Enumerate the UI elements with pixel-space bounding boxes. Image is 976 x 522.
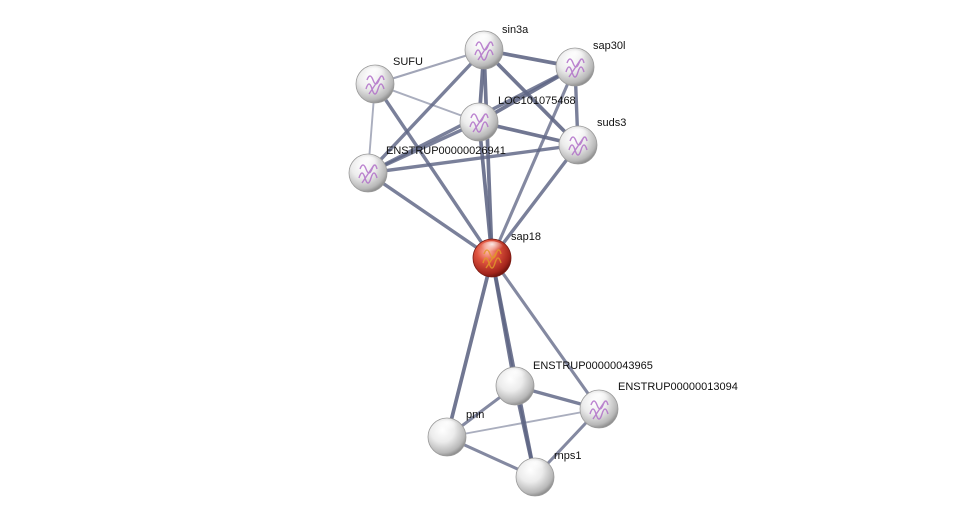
node-highlight [472, 33, 496, 48]
node-highlight [356, 156, 380, 171]
node-rnps1[interactable]: rnps1 [515, 450, 582, 497]
node-label: pnn [466, 409, 484, 421]
node-highlight [363, 67, 387, 82]
edge-LOC101075468-sap18[interactable] [477, 120, 494, 260]
node-highlight [503, 369, 527, 384]
edge-sin3a-ENSTRUP00000026941[interactable] [366, 48, 486, 175]
node-label: LOC101075468 [498, 95, 576, 107]
node-label: ENSTRUP00000026941 [386, 145, 506, 157]
node-highlight [480, 241, 504, 256]
node-sap30l[interactable]: sap30l [555, 40, 625, 87]
edge-sap18-pnn[interactable] [445, 256, 494, 439]
node-ENSTRUP00000043965[interactable]: ENSTRUP00000043965 [495, 360, 653, 406]
node-highlight [435, 420, 459, 435]
node-LOC101075468[interactable]: LOC101075468 [459, 95, 576, 142]
node-label: sap18 [511, 231, 541, 243]
edge-ENSTRUP00000026941-sap18[interactable] [366, 171, 494, 260]
node-ENSTRUP00000013094[interactable]: ENSTRUP00000013094 [579, 381, 738, 429]
node-highlight [467, 105, 491, 120]
edge-sap18-ENSTRUP00000013094[interactable] [490, 256, 601, 411]
node-ENSTRUP00000026941[interactable]: ENSTRUP00000026941 [348, 145, 506, 193]
node-label: sap30l [593, 40, 625, 52]
edge-sin3a-sap18[interactable] [482, 48, 494, 260]
edge-LOC101075468-ENSTRUP00000026941[interactable] [366, 120, 481, 175]
edge-sap30l-sap18[interactable] [490, 65, 577, 260]
edge-sin3a-suds3[interactable] [482, 48, 580, 147]
node-sap18[interactable]: sap18 [472, 231, 541, 278]
edge-SUFU-sap18[interactable] [373, 82, 494, 260]
node-label: ENSTRUP00000013094 [618, 381, 738, 393]
node-label: suds3 [597, 117, 626, 129]
edge-ENSTRUP00000013094-pnn[interactable] [446, 408, 600, 438]
node-highlight [563, 50, 587, 65]
node-label: SUFU [393, 56, 423, 68]
node-label: sin3a [502, 24, 529, 36]
node-sin3a[interactable]: sin3a [464, 24, 529, 70]
node-pnn[interactable]: pnn [427, 409, 484, 457]
node-label: rnps1 [554, 450, 582, 462]
node-SUFU[interactable]: SUFU [355, 56, 423, 104]
node-highlight [523, 460, 547, 475]
edge-suds3-ENSTRUP00000026941[interactable] [366, 143, 580, 175]
node-highlight [587, 392, 611, 407]
node-label: ENSTRUP00000043965 [533, 360, 653, 372]
edge-suds3-sap18[interactable] [490, 143, 580, 260]
node-suds3[interactable]: suds3 [558, 117, 626, 165]
node-highlight [566, 128, 590, 143]
